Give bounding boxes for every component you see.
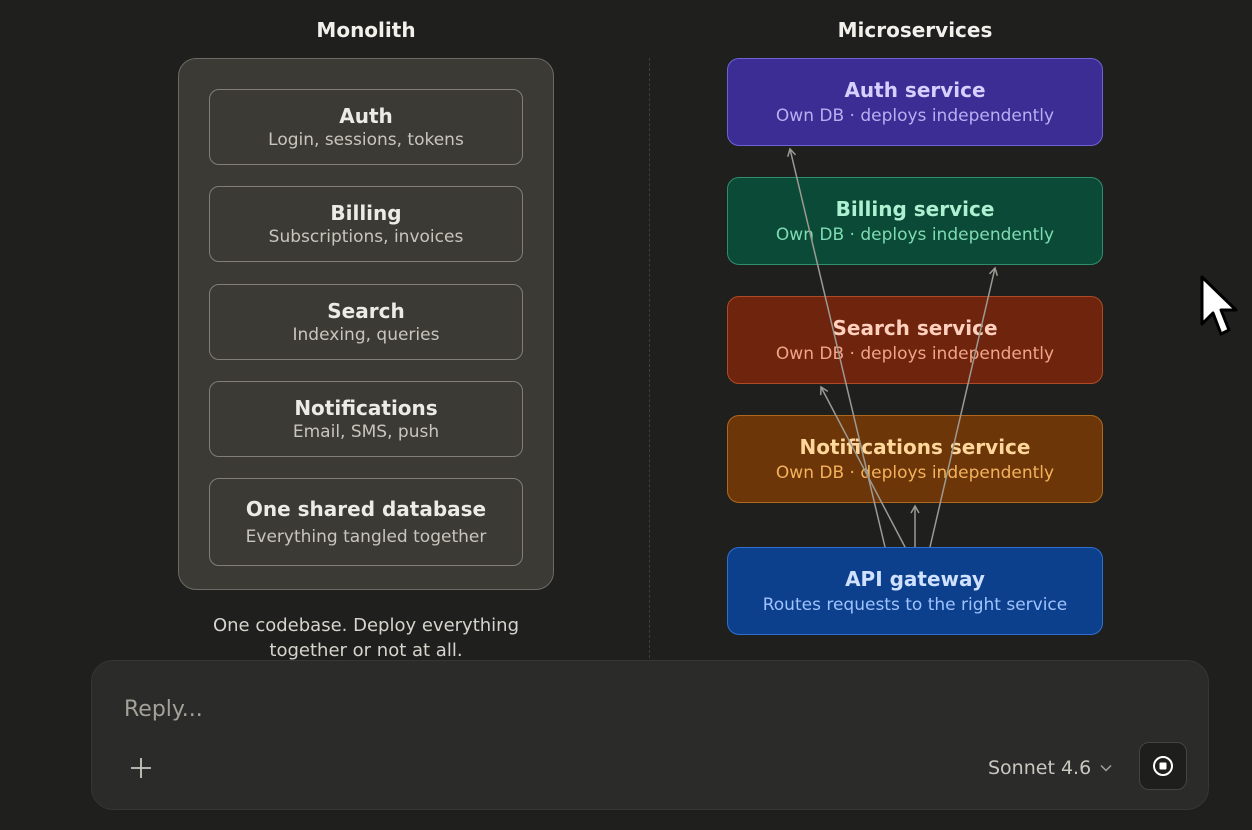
module-title: Notifications [294, 396, 438, 420]
stop-icon [1153, 756, 1173, 776]
module-title: Search [327, 299, 405, 323]
module-title: Billing [330, 201, 402, 225]
monolith-module-notifications: Notifications Email, SMS, push [209, 381, 523, 457]
service-subtitle: Own DB · deploys independently [775, 462, 1055, 483]
service-notifications: Notifications service Own DB · deploys i… [727, 415, 1103, 503]
plus-icon [131, 758, 151, 778]
model-selector[interactable]: Sonnet 4.6 [988, 753, 1113, 783]
monolith-container: Auth Login, sessions, tokens Billing Sub… [178, 58, 554, 590]
module-subtitle: Everything tangled together [245, 527, 487, 547]
gateway-subtitle: Routes requests to the right service [762, 594, 1068, 615]
gateway-title: API gateway [845, 566, 985, 591]
module-title: Auth [339, 104, 393, 128]
module-subtitle: Login, sessions, tokens [268, 130, 464, 150]
column-divider [649, 58, 650, 658]
add-attachment-button[interactable] [124, 751, 158, 785]
caption-line: One codebase. Deploy everything [212, 615, 520, 636]
service-title: Search service [832, 315, 998, 340]
microservices-title: Microservices [837, 18, 993, 42]
api-gateway: API gateway Routes requests to the right… [727, 547, 1103, 635]
service-title: Auth service [844, 77, 986, 102]
chevron-down-icon [1100, 764, 1112, 772]
service-subtitle: Own DB · deploys independently [775, 224, 1055, 245]
caption-line: together or not at all. [269, 640, 463, 661]
service-subtitle: Own DB · deploys independently [775, 343, 1055, 364]
module-subtitle: Indexing, queries [292, 325, 440, 345]
reply-input[interactable] [122, 691, 826, 727]
monolith-caption: One codebase. Deploy everything together… [178, 613, 554, 663]
monolith-module-search: Search Indexing, queries [209, 284, 523, 360]
service-title: Notifications service [799, 434, 1031, 459]
stop-button[interactable] [1139, 742, 1187, 790]
monolith-shared-database: One shared database Everything tangled t… [209, 478, 523, 566]
mouse-cursor-icon [1200, 275, 1238, 336]
service-auth: Auth service Own DB · deploys independen… [727, 58, 1103, 146]
service-subtitle: Own DB · deploys independently [775, 105, 1055, 126]
module-subtitle: Email, SMS, push [292, 422, 440, 442]
service-search: Search service Own DB · deploys independ… [727, 296, 1103, 384]
model-label: Sonnet 4.6 [988, 757, 1092, 779]
module-title: One shared database [245, 497, 487, 521]
monolith-module-auth: Auth Login, sessions, tokens [209, 89, 523, 165]
module-subtitle: Subscriptions, invoices [268, 227, 464, 247]
service-billing: Billing service Own DB · deploys indepen… [727, 177, 1103, 265]
reply-composer: Sonnet 4.6 [91, 660, 1209, 810]
service-title: Billing service [835, 196, 995, 221]
monolith-module-billing: Billing Subscriptions, invoices [209, 186, 523, 262]
monolith-title: Monolith [316, 18, 416, 42]
